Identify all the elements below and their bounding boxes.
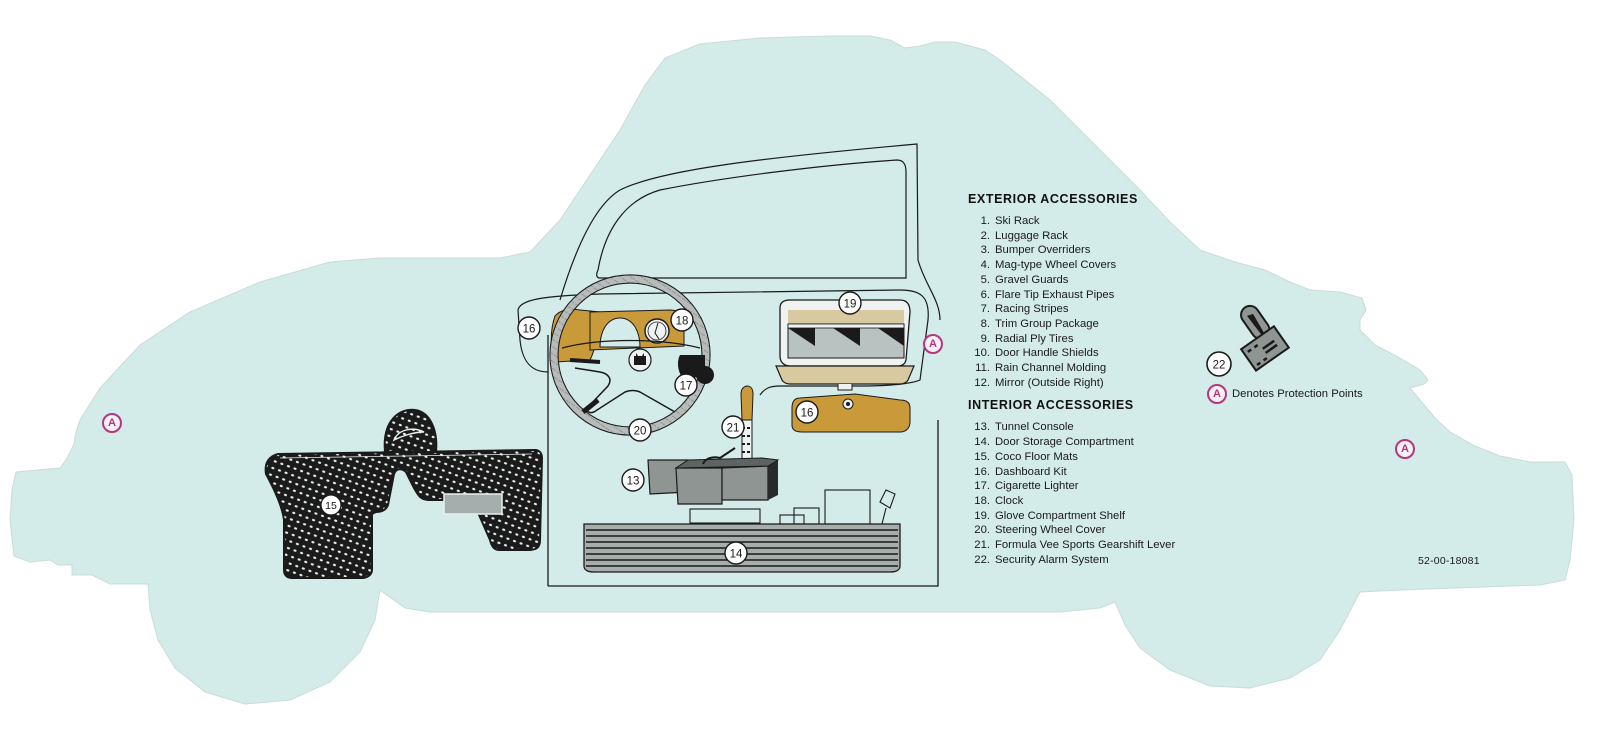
protection-point-marker: A	[923, 334, 943, 354]
list-item: 20.Steering Wheel Cover	[974, 524, 1106, 537]
callout-16b: 16	[795, 400, 819, 424]
list-item: 17.Cigarette Lighter	[974, 480, 1079, 493]
protection-points-legend: A Denotes Protection Points	[1207, 384, 1363, 404]
list-item: 10.Door Handle Shields	[974, 347, 1099, 360]
callout-18: 18	[670, 308, 694, 332]
callout-14: 14	[724, 541, 748, 565]
callout-label: 15	[325, 500, 337, 512]
dashboard-left	[517, 309, 549, 373]
list-item: 6.Flare Tip Exhaust Pipes	[980, 288, 1115, 301]
part-number: 52-00-18081	[1418, 555, 1480, 567]
door-frame-line	[547, 335, 939, 587]
list-item: 19.Glove Compartment Shelf	[974, 509, 1125, 522]
coco-floor-mat	[264, 408, 544, 579]
callout-13: 13	[621, 468, 645, 492]
list-item: 15.Coco Floor Mats	[974, 450, 1078, 463]
callout-17: 17	[674, 373, 698, 397]
callout-label: 19	[844, 299, 857, 311]
list-item: 8.Trim Group Package	[980, 317, 1099, 330]
callout-21: 21	[721, 415, 745, 439]
window-inner-line	[596, 159, 907, 279]
list-item: 7.Racing Stripes	[980, 303, 1069, 316]
protection-marker-label: A	[929, 338, 937, 350]
protection-point-marker: A	[1395, 439, 1415, 459]
callout-22: 22	[1206, 351, 1232, 377]
list-item: 16.Dashboard Kit	[974, 465, 1067, 478]
tunnel-console	[647, 447, 780, 505]
window-outer-line	[559, 143, 941, 321]
callout-label: 17	[680, 381, 693, 393]
list-item: 1.Ski Rack	[980, 215, 1040, 227]
callout-label: 14	[730, 549, 743, 561]
list-item: 13.Tunnel Console	[974, 421, 1074, 434]
glove-compartment-shelf	[775, 299, 915, 391]
interior-list: 13.Tunnel Console 14.Door Storage Compar…	[968, 420, 1175, 567]
callout-label: 16	[523, 324, 536, 336]
protection-legend-label: Denotes Protection Points	[1232, 388, 1363, 400]
callout-label: 20	[634, 426, 647, 438]
accessories-legend: EXTERIOR ACCESSORIES 1.Ski Rack 2.Luggag…	[968, 192, 1175, 567]
list-item: 9.Radial Ply Tires	[980, 332, 1074, 345]
list-item: 21.Formula Vee Sports Gearshift Lever	[974, 539, 1176, 552]
callout-15: 15	[320, 494, 342, 516]
callout-label: 13	[627, 476, 640, 488]
callout-19: 19	[838, 291, 862, 315]
exterior-list: 1.Ski Rack 2.Luggage Rack 3.Bumper Overr…	[968, 214, 1175, 390]
list-item: 12.Mirror (Outside Right)	[974, 376, 1104, 389]
list-item: 2.Luggage Rack	[980, 229, 1068, 242]
protection-point-marker: A	[102, 413, 122, 433]
dashboard-outline	[517, 289, 929, 396]
callout-label: 16	[801, 408, 814, 420]
clock-face	[644, 318, 670, 344]
interior-heading: INTERIOR ACCESSORIES	[968, 398, 1134, 413]
callout-label: 22	[1213, 360, 1226, 372]
list-item: 11.Rain Channel Molding	[975, 362, 1107, 375]
exterior-heading: EXTERIOR ACCESSORIES	[968, 192, 1138, 206]
protection-point-marker: A	[1207, 384, 1227, 404]
list-item: 3.Bumper Overriders	[980, 244, 1091, 257]
security-alarm-device	[1239, 304, 1291, 372]
protection-marker-label: A	[1213, 388, 1221, 400]
wood-panel-right	[791, 393, 911, 433]
callout-label: 21	[727, 423, 740, 435]
list-item: 18.Clock	[974, 494, 1024, 507]
callout-20: 20	[628, 418, 652, 442]
callout-16a: 16	[517, 316, 541, 340]
speedometer-opening	[599, 317, 641, 348]
list-item: 22.Security Alarm System	[974, 553, 1109, 566]
list-item: 14.Door Storage Compartment	[974, 436, 1134, 449]
protection-marker-label: A	[1401, 443, 1409, 455]
list-item: 5.Gravel Guards	[980, 273, 1069, 286]
callout-label: 18	[676, 316, 689, 328]
protection-marker-label: A	[108, 417, 116, 429]
list-item: 4.Mag-type Wheel Covers	[980, 259, 1117, 272]
